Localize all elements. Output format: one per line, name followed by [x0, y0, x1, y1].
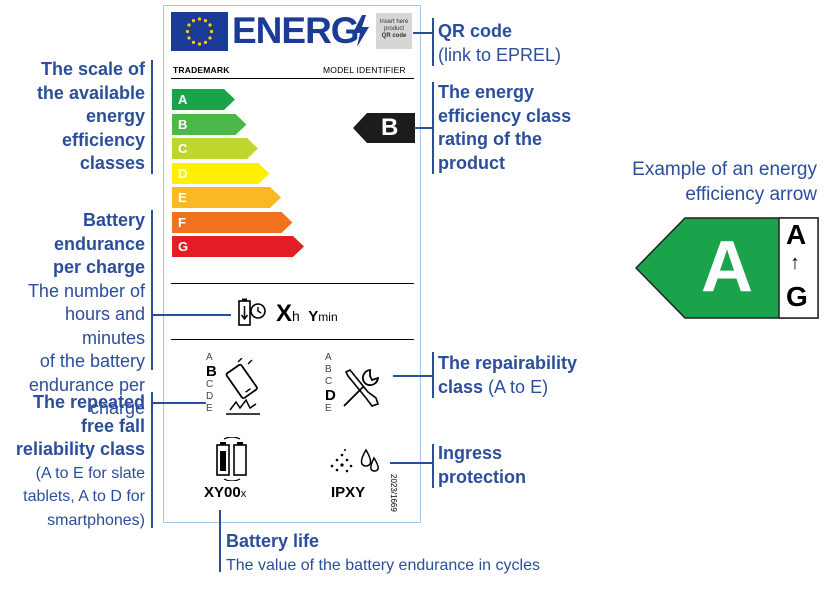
energy-class-bar-g: G — [172, 236, 305, 257]
regulation-number: 2023/1669 — [389, 474, 398, 512]
phone-drop-icon — [222, 357, 264, 421]
dust-water-icon — [328, 446, 380, 481]
energy-class-letter: C — [178, 141, 188, 156]
section-divider — [171, 283, 414, 284]
energy-class-bar-e: E — [172, 187, 282, 208]
qr-annotation: QR code (link to EPREL) — [438, 21, 562, 65]
scale-bracket — [151, 60, 153, 174]
battery-life-annotation: Battery life The value of the battery en… — [226, 531, 540, 574]
energy-class-letter: E — [178, 190, 187, 205]
battery-life-bracket — [219, 510, 221, 572]
qr-placeholder: Insert here product QR code — [376, 13, 412, 49]
energy-class-bar-a: A — [172, 89, 236, 110]
energy-class-letter: G — [178, 239, 189, 254]
energy-class-letter: F — [178, 214, 186, 230]
endurance-bracket — [151, 210, 153, 370]
trademark-label: TRADEMARK — [173, 65, 230, 75]
rated-class-letter: B — [381, 114, 399, 141]
example-arrow: A A ↑ G — [634, 217, 820, 324]
qr-bracket — [432, 18, 434, 66]
energy-label — [163, 5, 421, 523]
repair-annotation: The repairability class (A to E) — [438, 353, 578, 397]
rated-class-arrow: B — [353, 113, 415, 148]
energy-class-bar-b: B — [172, 113, 248, 135]
repair-connector — [393, 375, 433, 377]
energy-brand-title: ENERG — [232, 10, 360, 51]
endurance-annotation: Battery endurance per charge The number … — [27, 210, 145, 418]
rating-connector — [414, 127, 433, 129]
ingress-connector — [390, 462, 433, 464]
example-scale-bottom: G — [786, 281, 808, 312]
battery-cycles-value: XY00x — [204, 484, 247, 501]
battery-timer-icon — [236, 298, 268, 333]
energy-class-letter: A — [178, 92, 188, 107]
battery-cycle-icon — [214, 436, 250, 486]
example-scale-arrow: ↑ — [790, 252, 800, 274]
endurance-hours: Xh Ymin — [276, 300, 338, 327]
eu-flag-icon — [171, 12, 228, 51]
example-letter: A — [701, 227, 753, 307]
repairability-scale: A B C D E — [325, 352, 336, 414]
energy-class-bar-f: F — [172, 211, 294, 233]
tools-icon — [340, 366, 382, 415]
freefall-bracket — [151, 392, 153, 528]
model-identifier-label: MODEL IDENTIFIER — [323, 65, 406, 75]
section-divider-2 — [171, 339, 414, 340]
qr-connector — [413, 32, 433, 34]
freefall-connector — [151, 402, 206, 404]
example-scale-top: A — [786, 219, 807, 250]
ingress-bracket — [432, 444, 434, 488]
energy-class-bar-c: C — [172, 138, 259, 159]
lightning-icon — [351, 15, 371, 52]
energy-class-letter: D — [178, 165, 188, 181]
energy-class-letter: B — [178, 116, 188, 132]
endurance-connector — [151, 314, 231, 316]
ingress-value: IPXY — [331, 484, 366, 501]
energy-class-bar-d: D — [172, 162, 271, 184]
header-divider — [171, 78, 414, 79]
freefall-annotation: The repeated free fall reliability class… — [15, 392, 145, 529]
free-fall-scale: A B C D E — [206, 352, 217, 414]
